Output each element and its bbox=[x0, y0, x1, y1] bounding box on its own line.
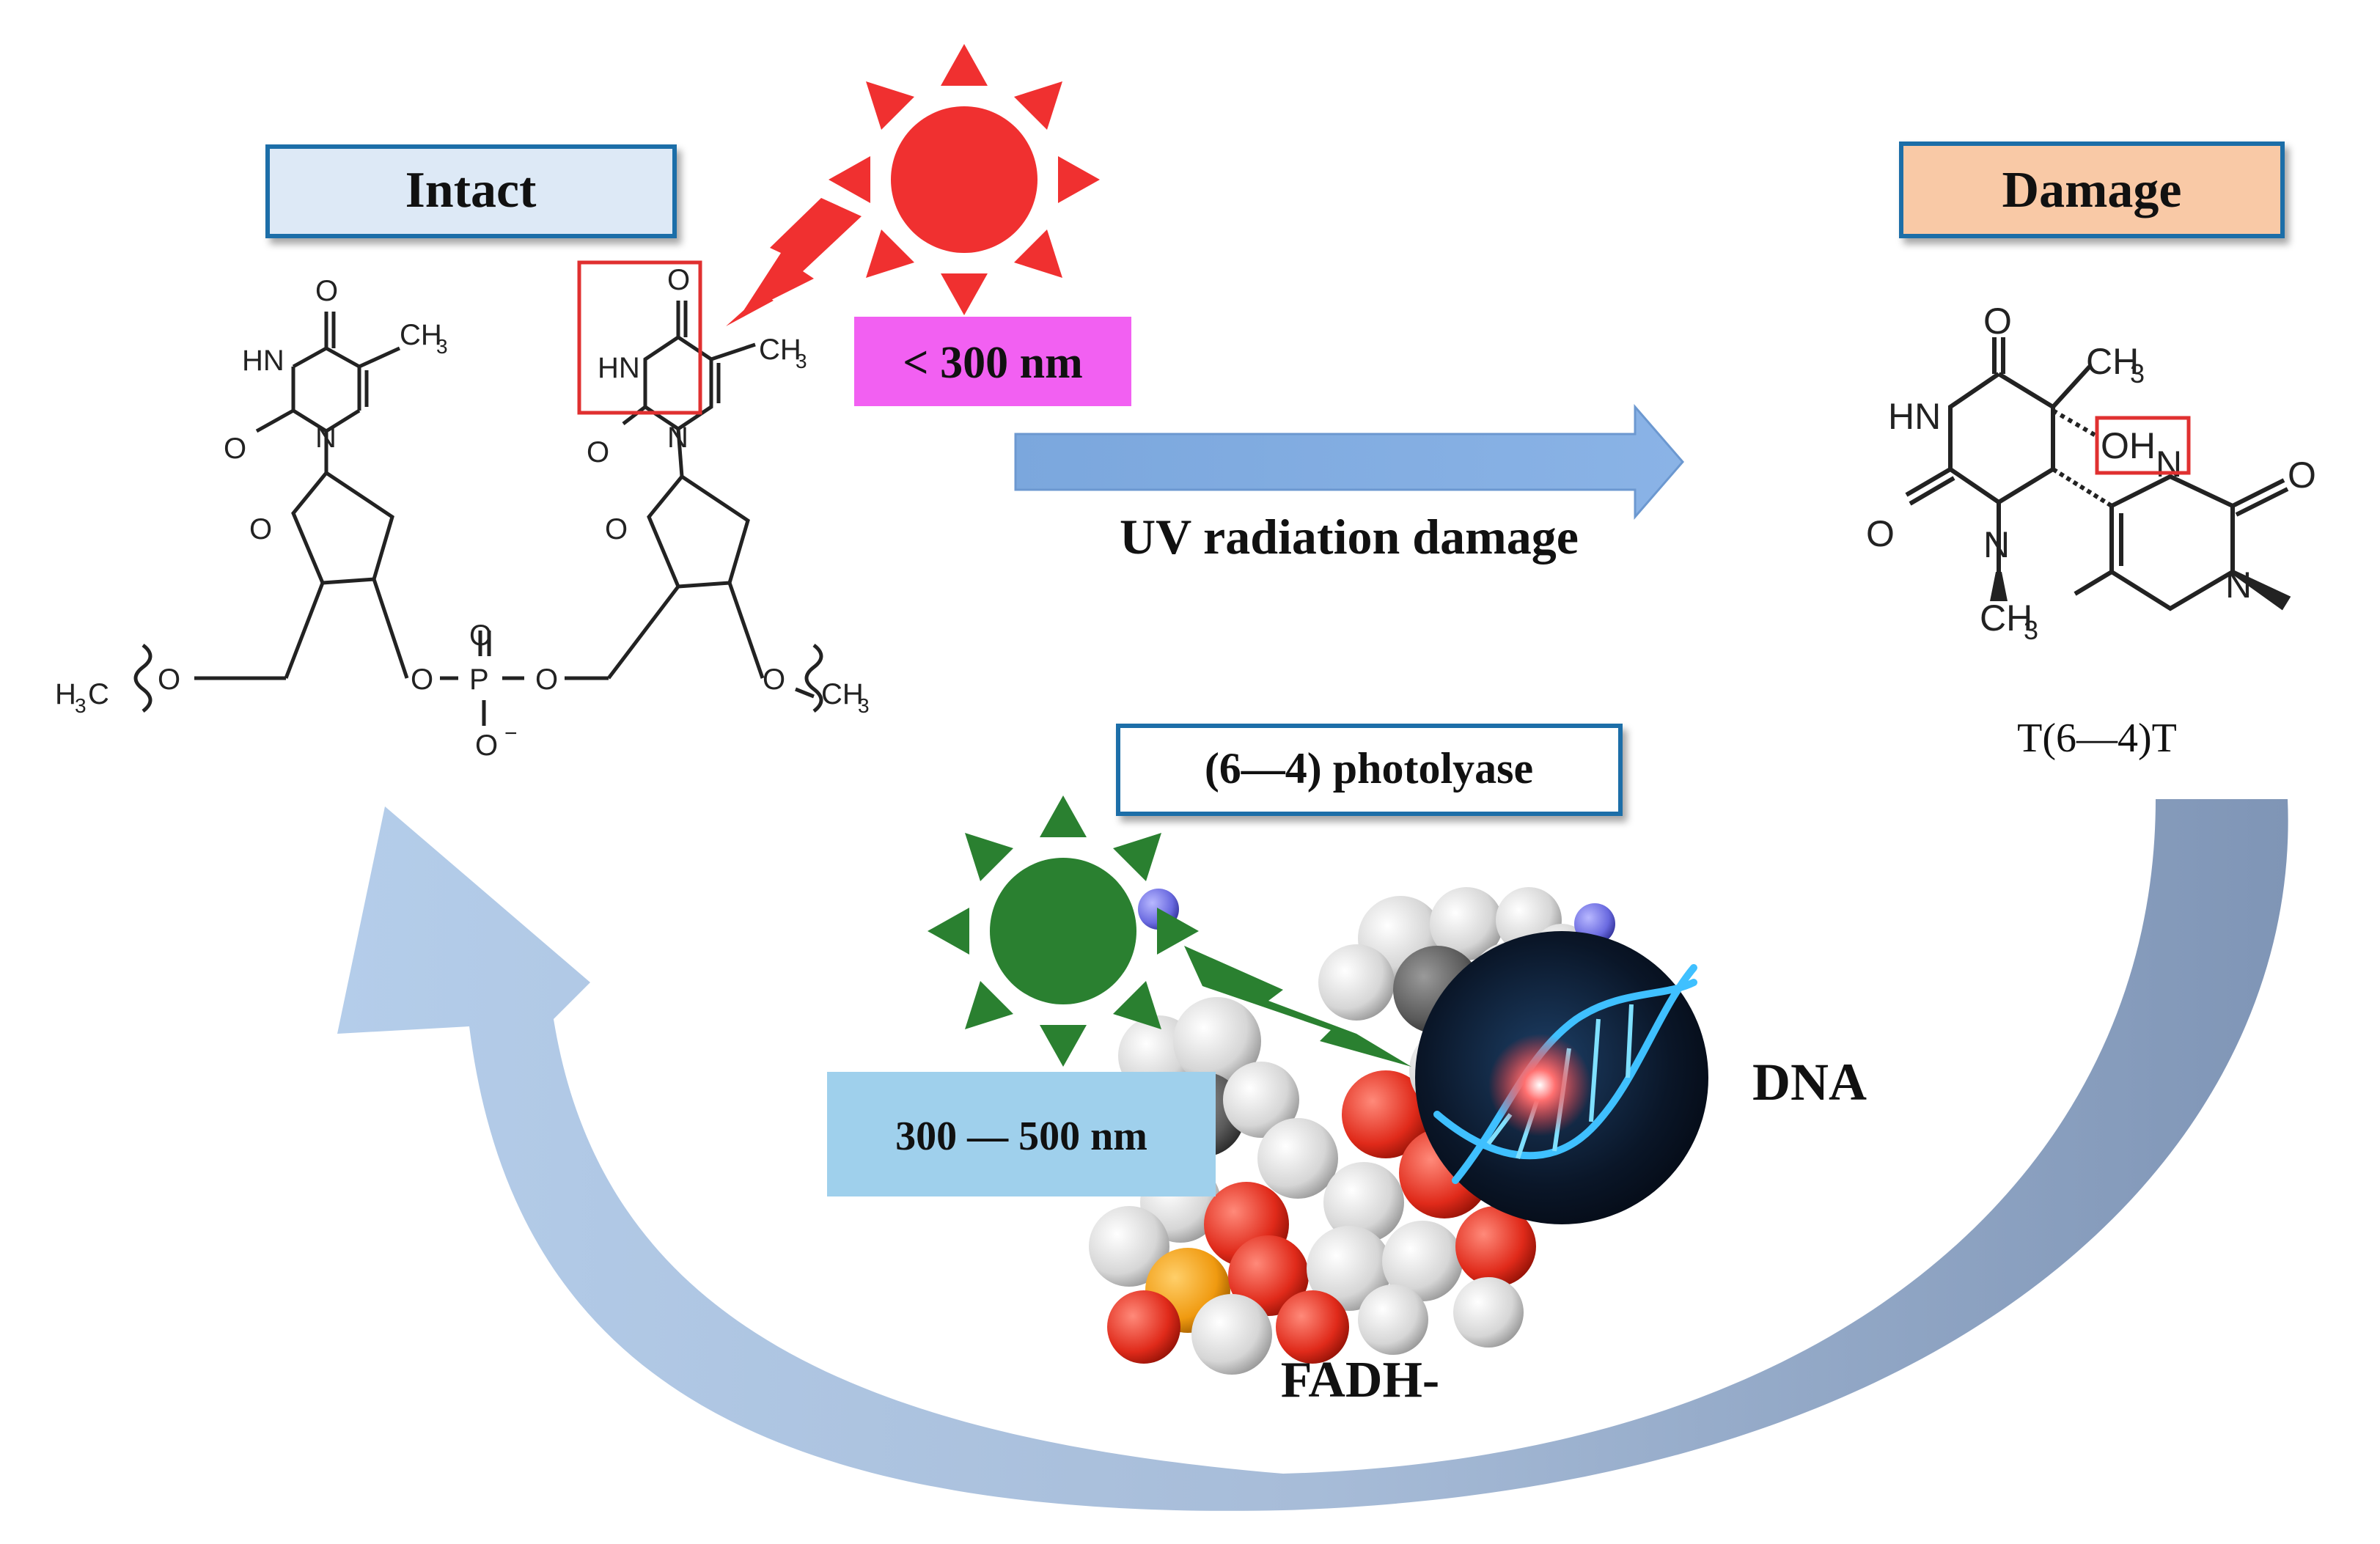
svg-text:C: C bbox=[88, 678, 109, 710]
svg-text:N: N bbox=[315, 422, 337, 454]
svg-text:N: N bbox=[2225, 565, 2252, 606]
photolyase-label: (6—4) photolyase bbox=[1205, 744, 1533, 793]
uv-wavelength-box bbox=[854, 317, 1131, 406]
svg-text:N: N bbox=[667, 422, 688, 454]
svg-text:O: O bbox=[535, 663, 558, 696]
svg-text:O: O bbox=[1983, 301, 2012, 342]
svg-text:O: O bbox=[249, 513, 272, 545]
fadh-label: FADH- bbox=[1281, 1352, 1439, 1408]
repair-wavelength-box bbox=[827, 1072, 1216, 1196]
uv-damage-label: UV radiation damage bbox=[1120, 509, 1579, 565]
intact-dinucleotide-structure: O HN CH 3 O N O O O P O O − O O O O HN C… bbox=[55, 264, 870, 762]
product-label: T(6—4)T bbox=[2017, 716, 2177, 761]
dna-label: DNA bbox=[1752, 1053, 1867, 1111]
svg-text:O: O bbox=[763, 663, 785, 696]
svg-text:3: 3 bbox=[436, 335, 448, 358]
dna-helix-image bbox=[1415, 931, 1708, 1224]
svg-text:3: 3 bbox=[2130, 359, 2145, 389]
damage-label: Damage bbox=[2002, 162, 2182, 218]
svg-text:O: O bbox=[411, 663, 433, 696]
svg-text:HN: HN bbox=[598, 352, 640, 384]
uv-sun-icon bbox=[829, 44, 1100, 315]
damaged-photoproduct-structure: O CH 3 HN OH O N CH 3 N O N bbox=[1866, 301, 2316, 645]
uv-wavelength-label: < 300 nm bbox=[903, 338, 1082, 388]
svg-text:CH: CH bbox=[400, 319, 442, 351]
intact-box bbox=[265, 144, 677, 238]
svg-text:CH: CH bbox=[821, 678, 864, 710]
svg-text:3: 3 bbox=[796, 350, 807, 372]
uv-damage-arrow bbox=[1014, 403, 1684, 521]
svg-text:O: O bbox=[605, 513, 628, 545]
repair-wavelength-label: 300 — 500 nm bbox=[895, 1114, 1147, 1159]
svg-text:N: N bbox=[2156, 444, 2182, 485]
svg-text:3: 3 bbox=[858, 694, 870, 717]
damage-box bbox=[1899, 141, 2285, 238]
svg-text:O: O bbox=[475, 729, 498, 762]
svg-text:3: 3 bbox=[2024, 615, 2038, 645]
svg-text:HN: HN bbox=[1888, 396, 1941, 437]
svg-text:O: O bbox=[315, 275, 338, 307]
svg-text:N: N bbox=[1983, 524, 2010, 565]
svg-text:O: O bbox=[587, 436, 609, 468]
intact-highlight-box bbox=[577, 260, 702, 415]
svg-text:O: O bbox=[667, 264, 690, 296]
repair-lightning-icon bbox=[1184, 946, 1411, 1067]
svg-text:−: − bbox=[504, 721, 518, 746]
photolyase-box bbox=[1116, 724, 1623, 816]
svg-text:HN: HN bbox=[242, 345, 284, 377]
svg-text:O: O bbox=[1866, 513, 1895, 554]
svg-text:OH: OH bbox=[2101, 425, 2156, 466]
svg-text:CH: CH bbox=[2086, 341, 2139, 382]
svg-text:O: O bbox=[224, 433, 246, 465]
svg-text:O: O bbox=[469, 620, 492, 652]
svg-text:P: P bbox=[469, 663, 489, 696]
svg-text:CH: CH bbox=[759, 334, 801, 366]
svg-text:H: H bbox=[55, 678, 76, 710]
svg-text:CH: CH bbox=[1980, 598, 2032, 639]
svg-text:O: O bbox=[2288, 455, 2316, 496]
intact-label: Intact bbox=[405, 162, 537, 218]
svg-text:O: O bbox=[158, 663, 180, 696]
uv-lightning-icon bbox=[726, 198, 862, 326]
oh-highlight-box bbox=[2095, 416, 2191, 475]
repair-sun-icon bbox=[928, 795, 1199, 1067]
svg-text:3: 3 bbox=[75, 694, 87, 717]
